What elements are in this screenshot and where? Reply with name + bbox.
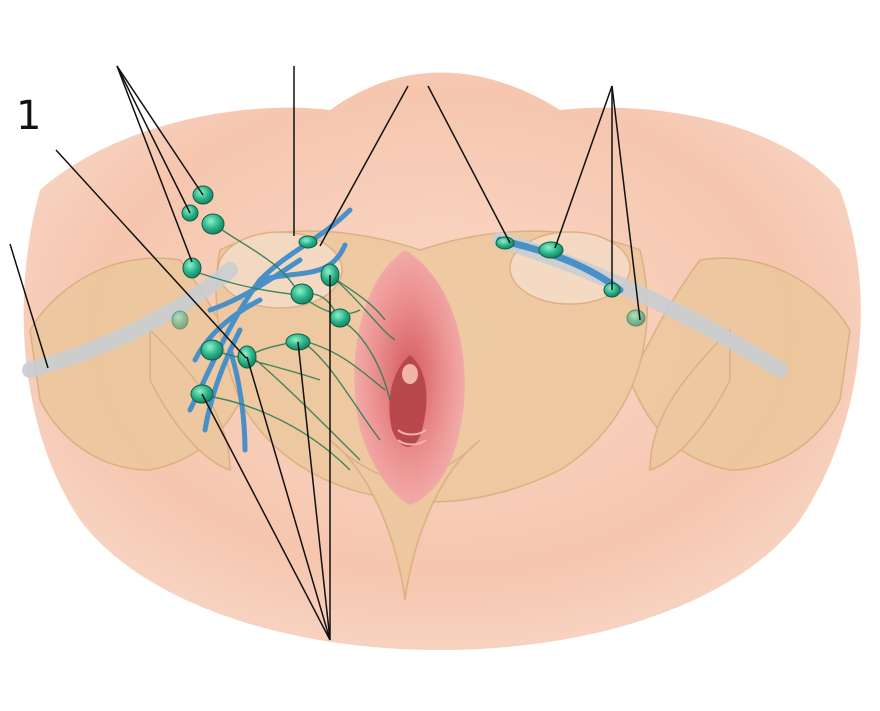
lymph-node-icon (172, 311, 188, 329)
lymph-node-icon (201, 340, 223, 360)
lymph-node-icon (299, 236, 317, 248)
lymph-node-icon (291, 284, 313, 304)
lymph-node-icon (627, 310, 645, 326)
lymph-node-icon (539, 242, 563, 258)
label-1: 1 (16, 96, 41, 136)
lymph-node-icon (496, 237, 514, 249)
lymph-node-icon (330, 309, 350, 327)
lymph-node-icon (202, 214, 224, 234)
